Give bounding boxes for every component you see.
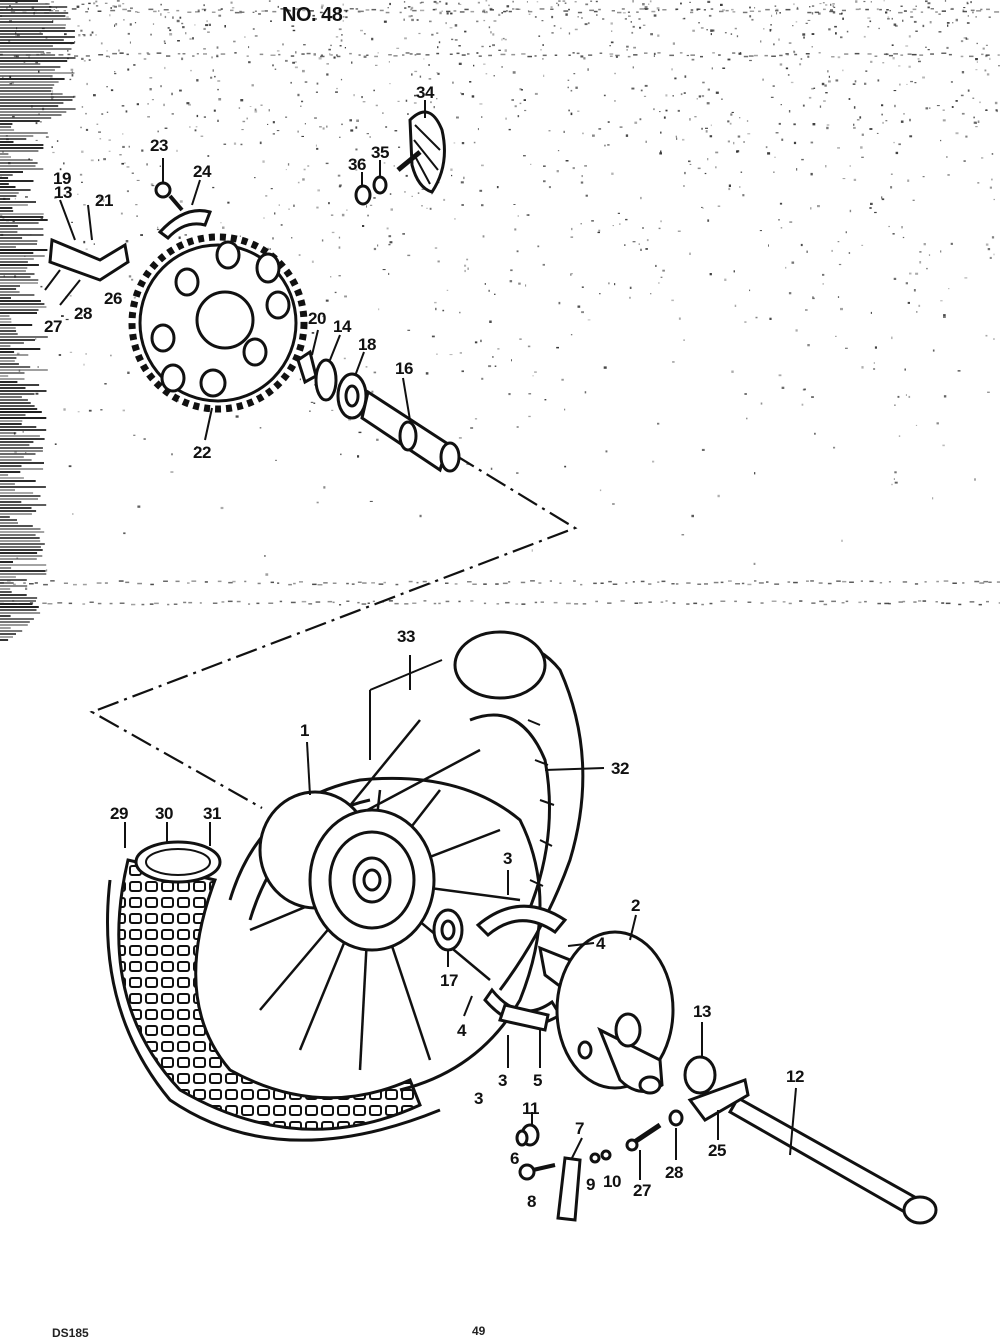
- damper-assembly-19-21-26: [44, 199, 130, 306]
- callout-label: 35: [371, 143, 389, 162]
- rear-sprocket-22: [128, 233, 308, 413]
- callout-label: 3: [474, 1089, 483, 1108]
- callout-label: 12: [786, 1067, 804, 1086]
- callout-label: 14: [333, 317, 351, 336]
- callout-label: 13: [54, 183, 72, 202]
- callout-label: 32: [611, 759, 629, 778]
- brake-panel-2: [555, 930, 675, 1095]
- sprocket-bolts-23-24: [154, 181, 212, 241]
- bearing-17: [432, 908, 464, 952]
- wheel-hub-1: [258, 790, 436, 952]
- alignment-phantom-line: [89, 454, 578, 809]
- callout-label: 4: [596, 934, 605, 953]
- callout-label: 30: [155, 804, 173, 823]
- callout-label: 19: [53, 169, 71, 188]
- callout-label: 28: [74, 304, 92, 323]
- callout-label: 2: [631, 896, 640, 915]
- callout-label: 16: [395, 359, 413, 378]
- model-code: DS185: [52, 1326, 89, 1340]
- leader-lines: [124, 100, 797, 1180]
- tire-29: [106, 840, 441, 1142]
- callout-label: 23: [150, 136, 168, 155]
- callout-label: 1: [300, 721, 309, 740]
- callout-label: 36: [348, 155, 366, 174]
- callout-label: 26: [104, 289, 122, 308]
- callout-label: 27: [44, 317, 62, 336]
- callout-label: 5: [533, 1071, 542, 1090]
- callout-label: 3: [503, 849, 512, 868]
- chain-guard-34: [396, 110, 446, 194]
- callout-label: 17: [440, 971, 458, 990]
- callout-label: 29: [110, 804, 128, 823]
- callout-label: 33: [397, 627, 415, 646]
- callout-label: 21: [95, 191, 113, 210]
- callout-label: 7: [575, 1119, 584, 1138]
- callout-label: 9: [586, 1175, 595, 1194]
- figure-number: NO. 48: [282, 4, 343, 26]
- callout-label: 4: [457, 1021, 466, 1040]
- sprocket-drum-spacer: [296, 349, 461, 473]
- page-number: 49: [472, 1324, 486, 1338]
- callout-label: 6: [510, 1149, 519, 1168]
- rear-axle-12: [668, 1055, 938, 1225]
- callout-label: 22: [193, 443, 211, 462]
- callout-label: 10: [603, 1172, 621, 1191]
- callout-label: 34: [416, 83, 434, 102]
- nut-washer-35-36: [354, 175, 388, 206]
- callout-label: 25: [708, 1141, 726, 1160]
- callout-label: 18: [358, 335, 376, 354]
- callout-label: 27: [633, 1181, 651, 1200]
- callout-label: 20: [308, 309, 326, 328]
- callout-label: 28: [665, 1163, 683, 1182]
- callout-label: 24: [193, 162, 211, 181]
- callout-label: 8: [527, 1192, 536, 1211]
- brake-cam-lever: [515, 1122, 662, 1222]
- callout-label: 11: [522, 1099, 539, 1118]
- callout-label: 13: [693, 1002, 711, 1021]
- callout-label: 31: [203, 804, 221, 823]
- callout-label: 3: [498, 1071, 507, 1090]
